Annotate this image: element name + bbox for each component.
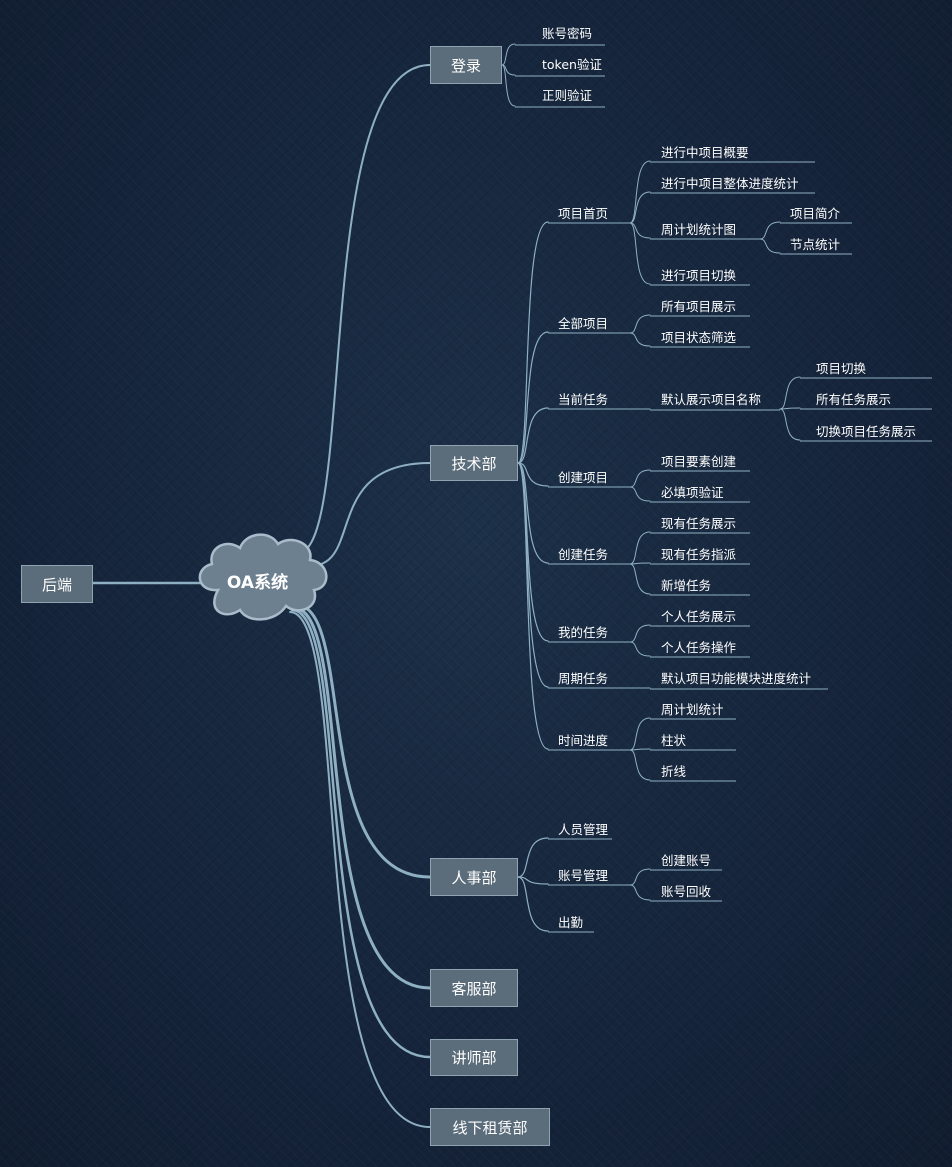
link-hr-account-item [629, 868, 651, 886]
leaf-regex-verify[interactable]: 正则验证 [542, 88, 593, 103]
leaf-node-stats[interactable]: 节点统计 [790, 237, 841, 252]
link-create-task-item [629, 562, 651, 565]
center-node-label: OA系统 [226, 573, 289, 593]
link-tech-periodic [517, 462, 549, 688]
link-hr-group [517, 837, 549, 878]
link-tech-create_project [517, 462, 549, 487]
leaf-personal-task-operate[interactable]: 个人任务操作 [661, 640, 737, 655]
leaf-personal-task-display[interactable]: 个人任务展示 [661, 609, 737, 624]
link-current-name-item [779, 407, 801, 410]
branch-node-service[interactable]: 客服部 [430, 969, 518, 1007]
group-staff-management[interactable]: 人员管理 [558, 822, 609, 837]
link-tech-create_task [517, 462, 549, 564]
branch-node-login[interactable]: 登录 [430, 46, 502, 84]
leaf-create-account[interactable]: 创建账号 [661, 853, 712, 868]
branch-node-tech[interactable]: 技术部 [430, 445, 518, 481]
link-all-item [629, 314, 651, 334]
cloud-icon [198, 533, 328, 621]
link-my-task-item [629, 624, 651, 643]
branch-node-rental[interactable]: 线下租赁部 [430, 1108, 550, 1146]
leaf-default-project-name[interactable]: 默认展示项目名称 [661, 392, 762, 407]
link-center-rental [289, 611, 431, 1128]
leaf-switch-project[interactable]: 项目切换 [816, 361, 867, 376]
link-tech-home [517, 221, 549, 464]
link-center-login [297, 64, 431, 554]
link-home-item [629, 222, 651, 285]
leaf-module-progress-stats[interactable]: 默认项目功能模块进度统计 [661, 671, 812, 686]
link-tech-all [517, 331, 549, 464]
link-progress-item [629, 717, 651, 751]
link-hr-group [517, 876, 549, 932]
leaf-account-password[interactable]: 账号密码 [542, 26, 593, 41]
group-project-home[interactable]: 项目首页 [558, 206, 609, 221]
link-home-item [629, 191, 651, 224]
leaf-required-field-verify[interactable]: 必填项验证 [661, 485, 724, 500]
leaf-project-switch[interactable]: 进行项目切换 [661, 268, 737, 283]
link-home-chart-item [759, 238, 781, 254]
link-progress-item [629, 748, 651, 751]
link-create-task-item [629, 563, 651, 595]
leaf-project-status-filter[interactable]: 项目状态筛选 [661, 330, 737, 345]
link-create-project-item [629, 486, 651, 502]
group-my-tasks[interactable]: 我的任务 [558, 625, 609, 640]
leaf-project-intro[interactable]: 项目简介 [790, 206, 841, 221]
link-center-lecturer [290, 608, 432, 1059]
group-attendance[interactable]: 出勤 [558, 915, 584, 930]
group-account-management[interactable]: 账号管理 [558, 868, 609, 883]
link-my-task-item [629, 641, 651, 657]
leaf-weekly-plan-chart[interactable]: 周计划统计图 [661, 222, 737, 237]
leaf-existing-task-display[interactable]: 现有任务展示 [661, 516, 737, 531]
leaf-all-tasks-display[interactable]: 所有任务展示 [816, 392, 892, 407]
leaf-ongoing-progress-stats[interactable]: 进行中项目整体进度统计 [661, 176, 799, 191]
group-time-progress[interactable]: 时间进度 [558, 733, 609, 748]
leaf-all-projects-display[interactable]: 所有项目展示 [661, 299, 737, 314]
link-home-item [629, 160, 651, 224]
link-current-name-item [779, 408, 801, 441]
link-current-name-item [779, 376, 801, 410]
link-tech-current [517, 407, 549, 464]
group-current-tasks[interactable]: 当前任务 [558, 392, 609, 407]
leaf-account-recycle[interactable]: 账号回收 [661, 884, 712, 899]
leaf-add-task[interactable]: 新增任务 [661, 578, 712, 593]
link-all-item [629, 332, 651, 347]
link-create-project-item [629, 469, 651, 488]
link-center-hr [294, 603, 432, 879]
leaf-existing-task-assign[interactable]: 现有任务指派 [661, 547, 737, 562]
link-center-service [292, 606, 432, 990]
group-periodic-tasks[interactable]: 周期任务 [558, 671, 609, 686]
group-create-project[interactable]: 创建项目 [558, 470, 609, 485]
group-all-projects[interactable]: 全部项目 [558, 316, 609, 331]
link-progress-item [629, 749, 651, 781]
link-home-chart-item [759, 221, 781, 240]
link-tech-progress [517, 462, 549, 750]
group-create-task[interactable]: 创建任务 [558, 547, 609, 562]
link-login-child [501, 64, 516, 107]
leaf-project-element-create[interactable]: 项目要素创建 [661, 454, 737, 469]
leaf-bar-chart[interactable]: 柱状 [661, 733, 687, 748]
link-center-tech [309, 462, 431, 567]
link-hr-group [517, 876, 549, 885]
link-create-task-item [629, 531, 651, 565]
root-node-backend[interactable]: 后端 [21, 565, 93, 603]
branch-node-hr[interactable]: 人事部 [430, 858, 518, 896]
leaf-switch-project-tasks[interactable]: 切换项目任务展示 [816, 424, 917, 439]
leaf-token-verify[interactable]: token验证 [542, 57, 602, 72]
branch-node-lecturer[interactable]: 讲师部 [430, 1039, 518, 1076]
leaf-line-chart[interactable]: 折线 [661, 764, 687, 779]
link-login-child [501, 43, 516, 66]
leaf-ongoing-overview[interactable]: 进行中项目概要 [661, 145, 749, 160]
link-hr-account-item [629, 884, 651, 901]
center-cloud-node[interactable] [198, 533, 328, 621]
link-tech-my_task [517, 462, 549, 642]
leaf-weekly-plan-stats[interactable]: 周计划统计 [661, 702, 724, 717]
